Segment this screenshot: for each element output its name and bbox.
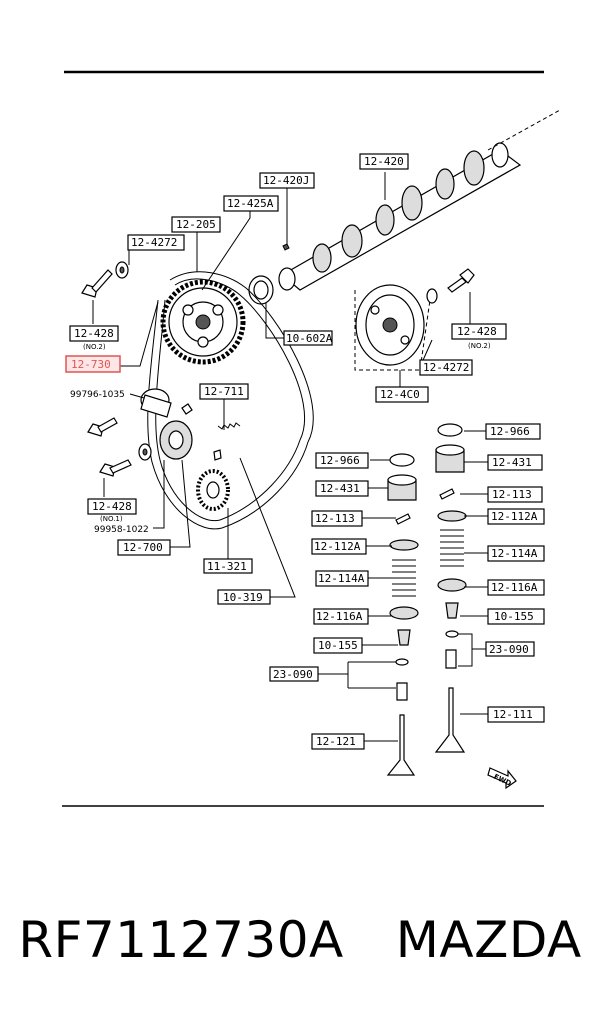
svg-text:12-700: 12-700 — [123, 541, 163, 554]
svg-text:10-155: 10-155 — [318, 639, 358, 652]
label-12-121[interactable]: 12-121 — [311, 733, 365, 750]
label-99796-1035[interactable]: 99796-1035 — [70, 390, 125, 400]
label-12-114A-right[interactable]: 12-114A — [487, 545, 545, 562]
bolt-top-left — [81, 269, 113, 298]
label-10-319[interactable]: 10-319 — [217, 589, 271, 605]
svg-text:12-425A: 12-425A — [227, 197, 274, 210]
svg-text:12-428: 12-428 — [457, 325, 497, 338]
camshaft-illustration — [278, 109, 561, 291]
tensioner-spring — [217, 422, 241, 430]
svg-text:12-205: 12-205 — [176, 218, 216, 231]
brand-name: MAZDA — [395, 911, 582, 969]
label-12-428-no2-left[interactable]: 12-428 — [69, 325, 119, 342]
label-12-428-no1[interactable]: 12-428 — [87, 498, 137, 515]
note-no1: (NO.1) — [100, 515, 123, 523]
label-12-711[interactable]: 12-711 — [199, 383, 249, 400]
label-12-420[interactable]: 12-420 — [359, 153, 409, 170]
bolt-lower-left — [99, 459, 132, 477]
label-23-090-left[interactable]: 23-090 — [269, 666, 319, 682]
svg-text:12-730: 12-730 — [71, 358, 111, 371]
oil-seal-illustration — [248, 275, 274, 305]
svg-text:12-113: 12-113 — [492, 488, 532, 501]
svg-text:10-155: 10-155 — [494, 610, 534, 623]
svg-text:12-113: 12-113 — [315, 512, 355, 525]
svg-text:12-428: 12-428 — [74, 327, 114, 340]
svg-text:12-431: 12-431 — [492, 456, 532, 469]
label-12-113-left[interactable]: 12-113 — [311, 510, 363, 527]
svg-text:10-319: 10-319 — [223, 591, 263, 604]
svg-text:12-121: 12-121 — [316, 735, 356, 748]
label-10-155-right[interactable]: 10-155 — [487, 608, 545, 625]
part-number: RF7112730A — [18, 911, 344, 969]
svg-text:12-966: 12-966 — [320, 454, 360, 467]
svg-text:12-966: 12-966 — [490, 425, 530, 438]
distributor-drive-illustration — [354, 284, 431, 371]
label-12-116A-right[interactable]: 12-116A — [487, 579, 545, 596]
svg-text:11-321: 11-321 — [207, 560, 247, 573]
note-no2-right: (NO.2) — [468, 342, 491, 350]
label-12-4C0[interactable]: 12-4C0 — [375, 386, 429, 403]
svg-text:12-420J: 12-420J — [263, 174, 309, 187]
washer-right — [426, 288, 438, 304]
note-no2-left: (NO.2) — [83, 343, 106, 351]
label-99958-1022[interactable]: 99958-1022 — [94, 525, 149, 535]
label-12-111[interactable]: 12-111 — [487, 706, 545, 723]
label-12-112A-left[interactable]: 12-112A — [311, 538, 367, 555]
timing-belt-illustration — [147, 271, 314, 530]
left-valve-stack — [386, 453, 419, 776]
label-12-116A-left[interactable]: 12-116A — [313, 608, 369, 625]
label-12-730-highlighted[interactable]: 12-730 — [65, 355, 121, 373]
svg-text:23-090: 23-090 — [273, 668, 313, 681]
svg-text:12-116A: 12-116A — [491, 581, 538, 594]
tensioner-pulley-illustration — [140, 388, 193, 460]
svg-text:12-111: 12-111 — [493, 708, 533, 721]
leader-lines — [92, 172, 488, 742]
label-12-4272-left[interactable]: 12-4272 — [127, 234, 185, 251]
forward-direction-indicator: FWD — [487, 767, 517, 790]
part-caption: RF7112730A MAZDA — [0, 905, 600, 975]
label-10-155-left[interactable]: 10-155 — [313, 637, 363, 654]
crankshaft-sprocket-illustration — [196, 449, 230, 511]
svg-text:12-112A: 12-112A — [491, 510, 538, 523]
label-12-205[interactable]: 12-205 — [171, 216, 221, 233]
camshaft-pin — [282, 243, 290, 251]
svg-text:12-116A: 12-116A — [316, 610, 363, 623]
label-12-425A[interactable]: 12-425A — [223, 195, 279, 212]
label-12-966-right[interactable]: 12-966 — [485, 423, 541, 440]
washer-top — [115, 261, 129, 279]
svg-text:10-602A: 10-602A — [286, 332, 333, 345]
label-12-431-right[interactable]: 12-431 — [487, 454, 543, 471]
label-10-602A[interactable]: 10-602A — [283, 330, 333, 346]
svg-text:12-4272: 12-4272 — [423, 361, 469, 374]
label-12-420J[interactable]: 12-420J — [259, 172, 315, 189]
svg-text:12-420: 12-420 — [364, 155, 404, 168]
label-12-428-no2-right[interactable]: 12-428 — [451, 323, 507, 340]
label-12-431-left[interactable]: 12-431 — [315, 480, 369, 497]
svg-text:12-114A: 12-114A — [491, 547, 538, 560]
svg-text:12-114A: 12-114A — [318, 572, 365, 585]
svg-text:12-711: 12-711 — [204, 385, 244, 398]
right-valve-stack — [434, 423, 467, 753]
camshaft-pulley-illustration — [160, 279, 246, 365]
label-12-4272-right[interactable]: 12-4272 — [419, 359, 473, 376]
svg-text:12-428: 12-428 — [92, 500, 132, 513]
bolt-right — [447, 268, 475, 293]
bolt-mid-left — [87, 417, 118, 437]
label-12-700[interactable]: 12-700 — [117, 539, 171, 556]
label-12-112A-right[interactable]: 12-112A — [487, 508, 545, 525]
label-12-114A-left[interactable]: 12-114A — [315, 570, 369, 587]
engine-timing-parts-diagram: FWD — [62, 70, 561, 807]
svg-text:12-431: 12-431 — [320, 482, 360, 495]
svg-text:12-4C0: 12-4C0 — [380, 388, 420, 401]
label-23-090-right[interactable]: 23-090 — [485, 641, 535, 657]
label-12-113-right[interactable]: 12-113 — [487, 486, 543, 503]
svg-text:12-112A: 12-112A — [314, 540, 361, 553]
label-11-321[interactable]: 11-321 — [203, 558, 253, 574]
svg-text:23-090: 23-090 — [489, 643, 529, 656]
svg-text:12-4272: 12-4272 — [131, 236, 177, 249]
washer-mid — [138, 443, 152, 461]
label-12-966-left[interactable]: 12-966 — [315, 452, 369, 469]
